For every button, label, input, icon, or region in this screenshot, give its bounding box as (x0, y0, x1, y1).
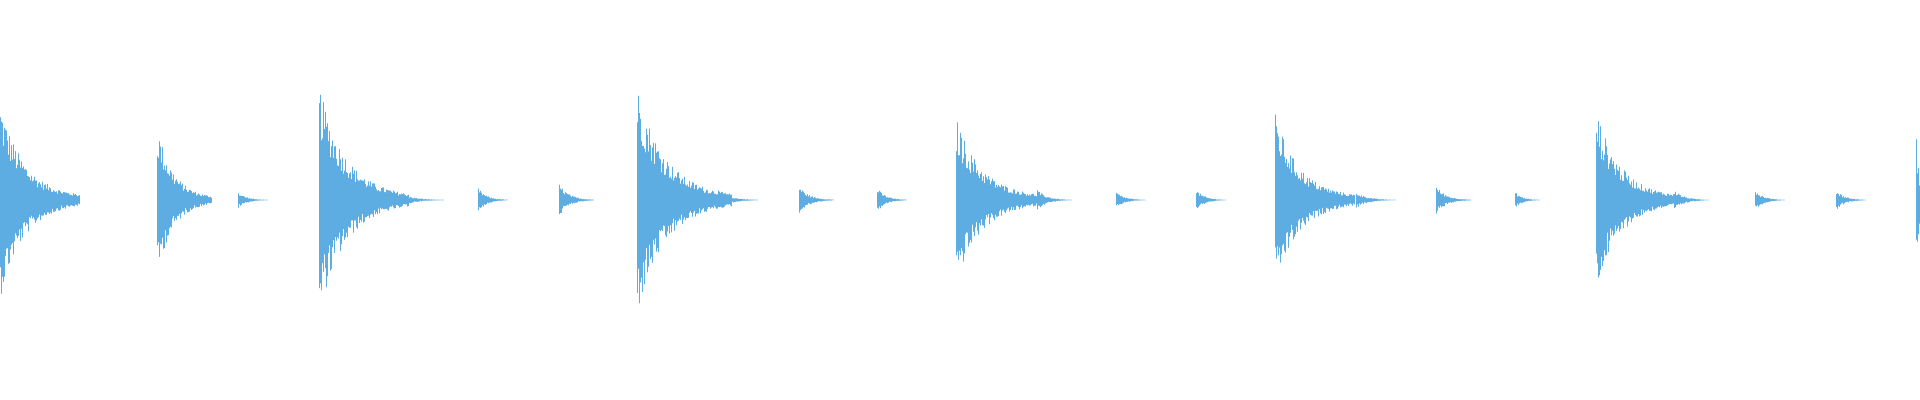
transient-10 (799, 189, 834, 213)
transient-14 (1116, 193, 1146, 206)
transient-7 (559, 184, 594, 215)
waveform-signal (0, 94, 1920, 304)
transient-23 (1836, 193, 1866, 209)
transient-9 (718, 190, 758, 207)
transient-18 (1436, 187, 1471, 214)
transient-20 (1596, 121, 1676, 278)
transient-16 (1275, 114, 1355, 263)
transient-2 (157, 141, 212, 257)
transient-19 (1515, 193, 1540, 207)
transient-1 (0, 117, 80, 294)
transient-6 (478, 188, 508, 211)
transient-17 (1356, 193, 1396, 208)
transient-5 (399, 194, 444, 208)
transient-21 (1674, 191, 1709, 208)
transient-15 (1196, 192, 1226, 209)
transient-3 (238, 193, 268, 208)
transient-12 (956, 122, 1041, 262)
transient-24 (1916, 139, 1920, 242)
transient-4 (319, 94, 409, 291)
transient-22 (1755, 192, 1785, 207)
transient-13 (1037, 190, 1072, 210)
transient-11 (877, 190, 907, 209)
transient-8 (637, 95, 732, 304)
